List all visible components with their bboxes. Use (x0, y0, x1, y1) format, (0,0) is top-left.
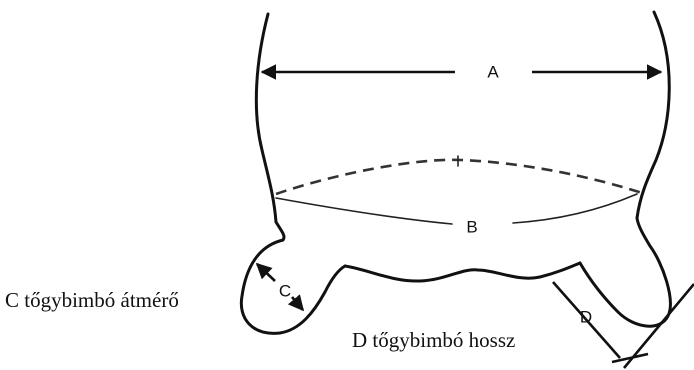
udder-floor-outline (343, 261, 582, 283)
left-teat-outline (239, 238, 347, 335)
udder-base-line-left (275, 197, 453, 225)
caption-teat-diameter: C tőgybimbó átmérő (5, 288, 179, 312)
label-c: C (279, 281, 291, 300)
udder-left-outline (254, 12, 286, 242)
udder-dashed-line (275, 158, 643, 196)
udder-base-line-right (512, 193, 638, 224)
measure-c-arrow-upper (255, 262, 276, 282)
label-b: B (466, 217, 477, 236)
measure-c-arrow-lower (287, 294, 305, 312)
right-teat-outline (578, 216, 672, 328)
udder-right-outline (635, 10, 671, 220)
measure-d-tick (611, 352, 649, 364)
label-d: D (580, 307, 592, 326)
measure-d-line (552, 281, 621, 359)
measure-d-reference-line (623, 283, 694, 369)
label-a: A (487, 62, 499, 81)
caption-teat-length: D tőgybimbó hossz (352, 328, 515, 352)
